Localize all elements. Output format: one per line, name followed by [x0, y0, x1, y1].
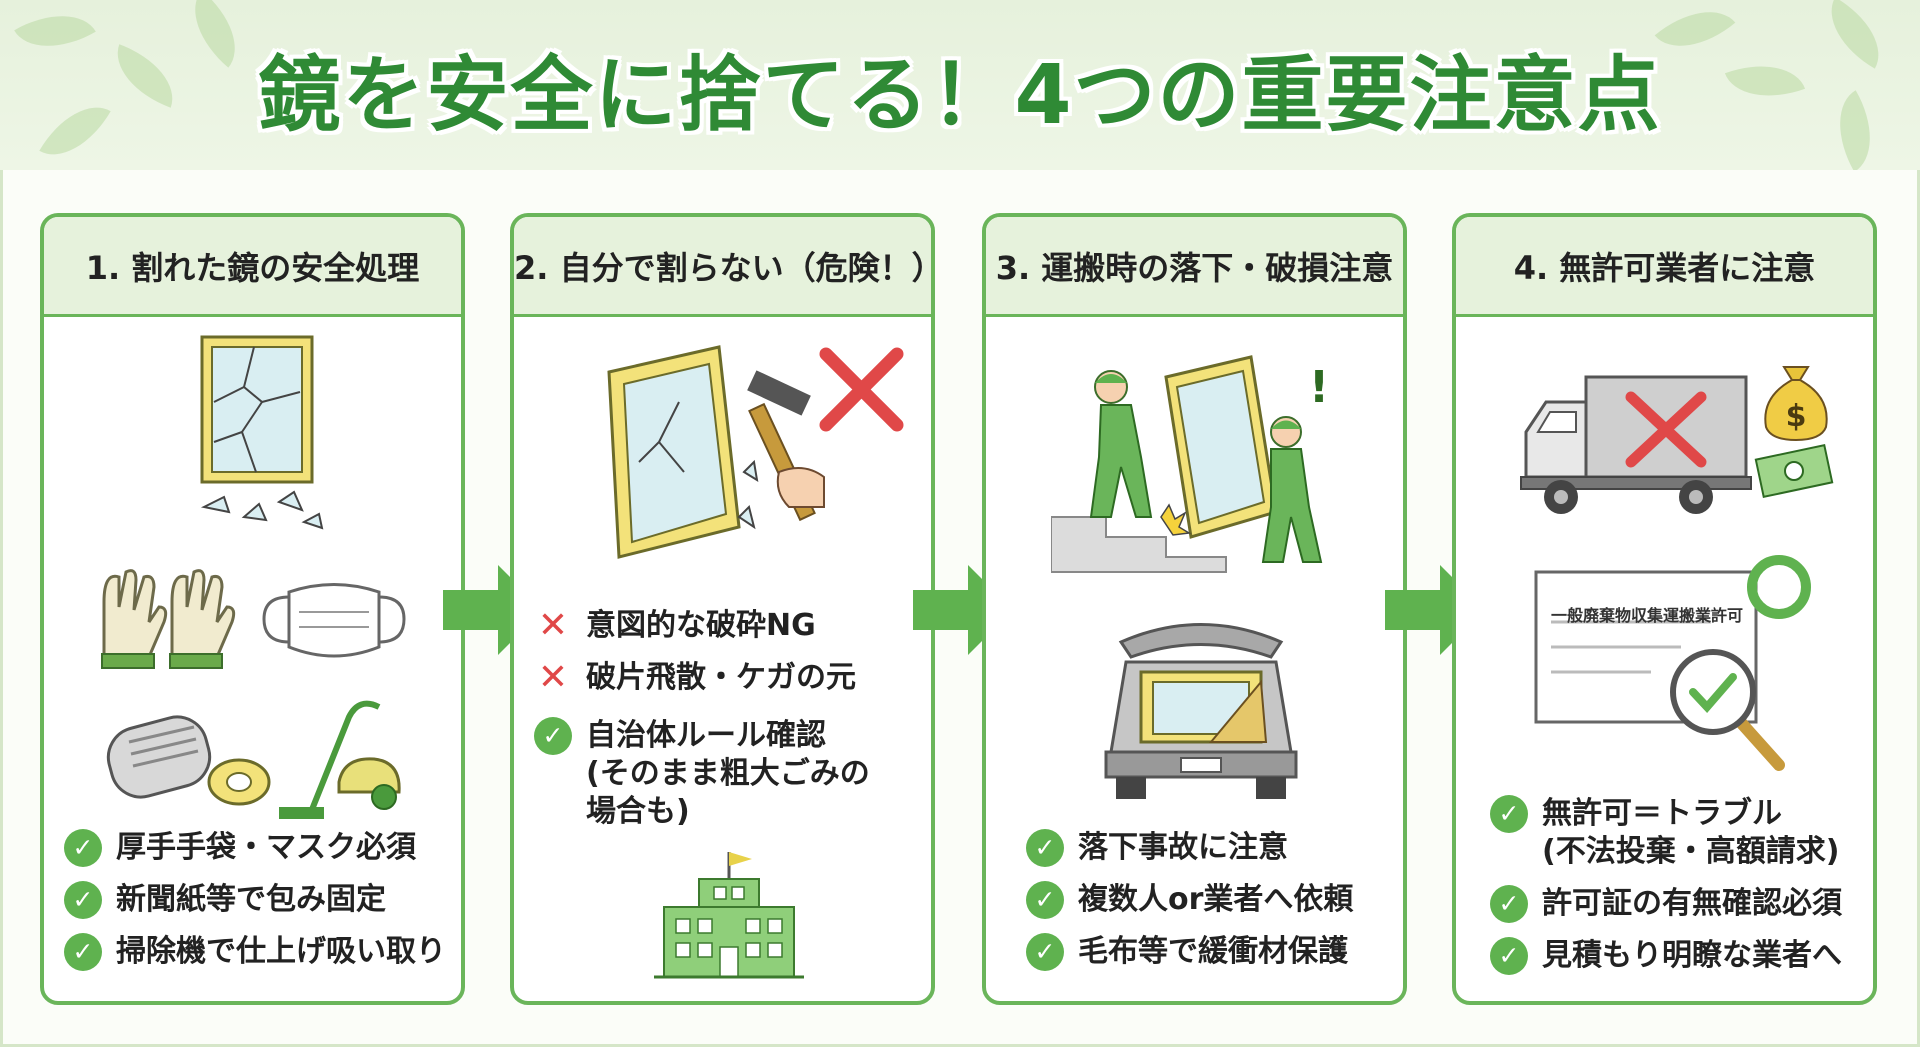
list-item: ✓複数人or業者へ依頼	[1026, 881, 1389, 919]
step-card-3: 3. 運搬時の落下・破損注意 ! ✓落下事故に注意 ✓複数人or業者へ依頼 ✓毛…	[982, 213, 1407, 1005]
check-icon: ✓	[64, 881, 102, 919]
step-card-4: 4. 無許可業者に注意 $ 一般廃棄物収集運搬業許可 ✓無許可＝トラブル(不法投…	[1452, 213, 1877, 1005]
ng-x-icon: ✕	[537, 605, 569, 646]
carrying-mirror-stairs-icon: !	[1051, 355, 1329, 573]
money-bag-icon: $	[1764, 366, 1828, 442]
check-icon: ✓	[1490, 937, 1528, 975]
check-icon: ✓	[64, 829, 102, 867]
list-item: ✓見積もり明瞭な業者へ	[1490, 937, 1859, 975]
gloves-icon	[101, 569, 236, 669]
red-x-icon	[819, 347, 904, 432]
svg-text:$: $	[1786, 399, 1807, 434]
broken-mirror-icon	[200, 335, 324, 530]
step-card-2: 2. 自分で割らない（危険！） ✕意図的な破砕NG ✕破片飛散・ケガの元 ✓自治…	[510, 213, 935, 1005]
list-item: ✓掃除機で仕上げ吸い取り	[64, 933, 447, 971]
list-item: ✓厚手手袋・マスク必須	[64, 829, 447, 867]
step-heading: 3. 運搬時の落下・破損注意	[986, 217, 1403, 317]
svg-text:!: !	[1309, 362, 1329, 413]
city-hall-icon	[654, 852, 804, 979]
mask-icon	[262, 583, 406, 658]
check-icon: ✓	[1026, 829, 1064, 867]
page-title: 鏡を安全に捨てる！4つの重要注意点	[258, 48, 1662, 143]
step-card-1: 1. 割れた鏡の安全処理 ✓厚手手袋・マスク必須 ✓新聞紙等で包み固定	[40, 213, 465, 1005]
vacuum-icon	[279, 700, 401, 819]
check-icon: ✓	[64, 933, 102, 971]
truck-icon	[1520, 375, 1752, 514]
list-item: ✕破片飛散・ケガの元	[534, 659, 917, 697]
check-icon: ✓	[534, 717, 572, 755]
step-heading: 4. 無許可業者に注意	[1456, 217, 1873, 317]
permit-document-text: 一般廃棄物収集運搬業許可	[1551, 606, 1744, 625]
list-item: ✓毛布等で緩衝材保護	[1026, 933, 1389, 971]
banknote-icon	[1754, 443, 1834, 499]
step-heading: 1. 割れた鏡の安全処理	[44, 217, 461, 317]
step-heading: 2. 自分で割らない（危険！）	[514, 217, 931, 317]
header-banner: 鏡を安全に捨てる！4つの重要注意点	[0, 0, 1920, 170]
list-item: ✕意図的な破砕NG	[534, 607, 917, 645]
newspaper-icon	[106, 715, 271, 806]
list-item: ✓自治体ルール確認(そのまま粗大ごみの場合も)	[534, 717, 917, 831]
list-item: ✓無許可＝トラブル(不法投棄・高額請求)	[1490, 795, 1859, 871]
list-item: ✓許可証の有無確認必須	[1490, 885, 1859, 923]
check-icon: ✓	[1490, 795, 1528, 833]
car-trunk-icon	[1104, 623, 1298, 799]
magnifier-check-icon	[1670, 649, 1785, 771]
list-item: ✓落下事故に注意	[1026, 829, 1389, 867]
check-icon: ✓	[1490, 885, 1528, 923]
step-items: ✓無許可＝トラブル(不法投棄・高額請求) ✓許可証の有無確認必須 ✓見積もり明瞭…	[1490, 795, 1859, 989]
check-icon: ✓	[1026, 933, 1064, 971]
check-icon: ✓	[1026, 881, 1064, 919]
list-item: ✓新聞紙等で包み固定	[64, 881, 447, 919]
step-items: ✕意図的な破砕NG ✕破片飛散・ケガの元 ✓自治体ルール確認(そのまま粗大ごみの…	[534, 607, 917, 845]
step-items: ✓落下事故に注意 ✓複数人or業者へ依頼 ✓毛布等で緩衝材保護	[1026, 829, 1389, 985]
step-items: ✓厚手手袋・マスク必須 ✓新聞紙等で包み固定 ✓掃除機で仕上げ吸い取り	[64, 829, 447, 985]
ng-x-icon: ✕	[537, 657, 569, 698]
hammer-mirror-icon	[607, 345, 825, 559]
